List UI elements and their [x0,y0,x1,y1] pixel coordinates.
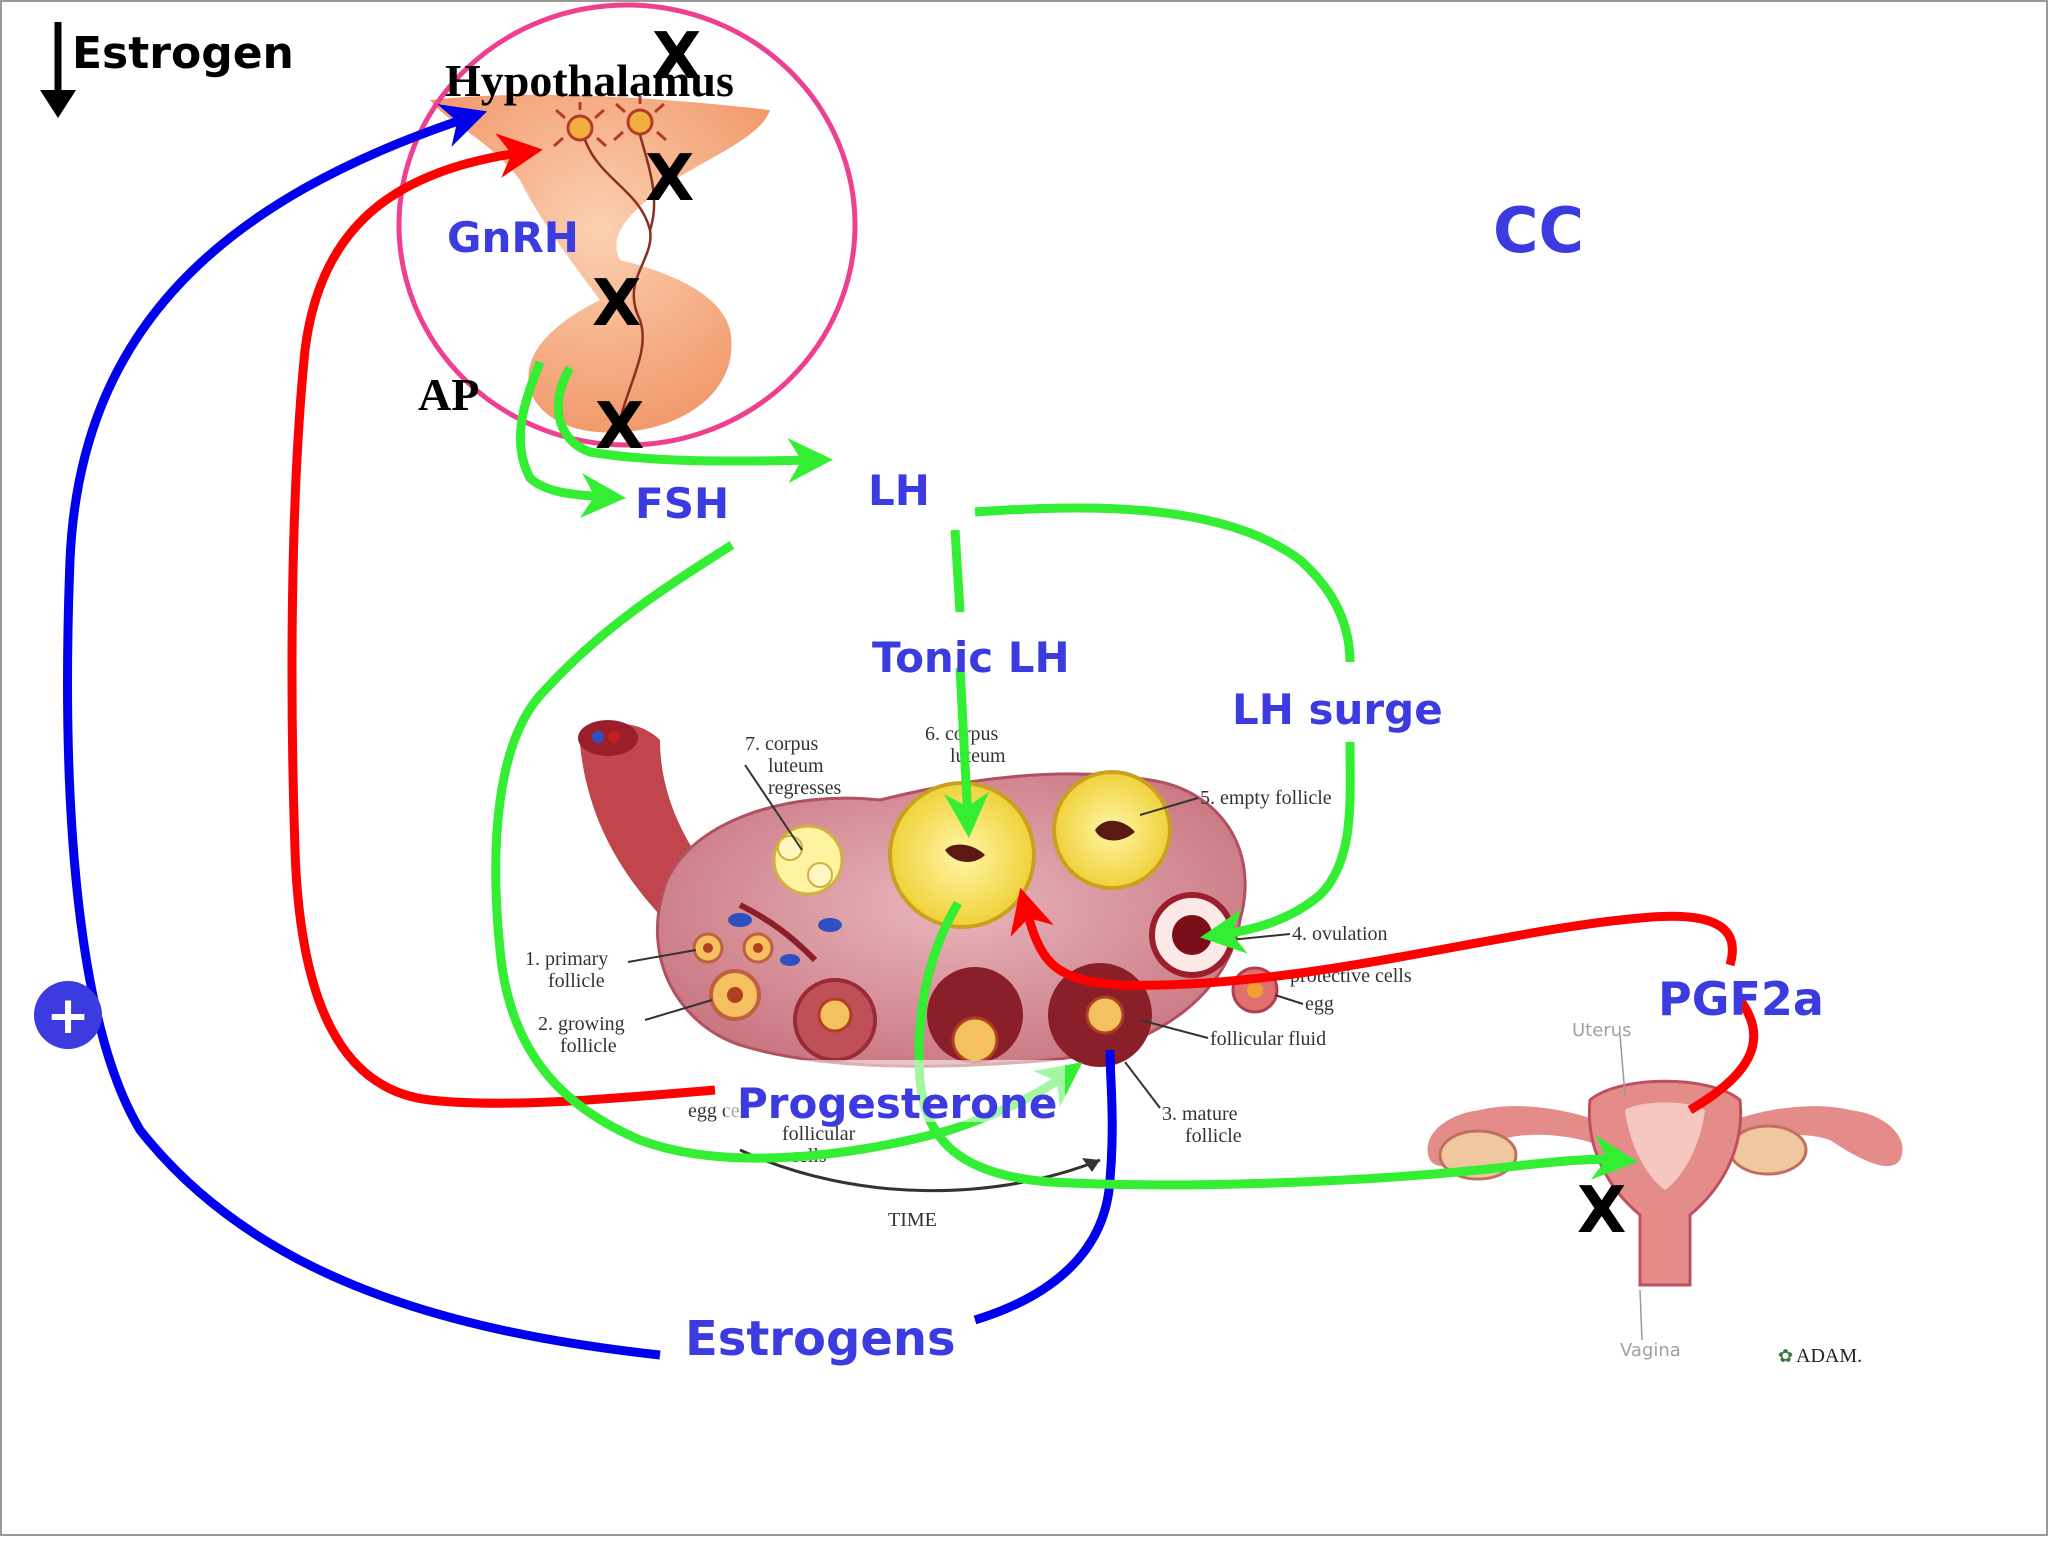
growing-follicle [709,969,761,1021]
lh-release-arrow [553,365,833,484]
adam-leaf-icon: ✿ [1778,1346,1793,1367]
empty-follicle-label: 5. empty follicle [1200,787,1332,809]
progesterone-feedback-arrow [287,133,716,1108]
fsh-label: FSH [635,479,729,528]
block-x-mark: X [645,142,694,216]
hypothalamus-circle [396,2,858,448]
hypothalamus-title: Hypothalamus [445,55,734,106]
follicular-fluid-label: follicular fluid [1210,1028,1326,1050]
pgf2a-label: PGF2a [1658,972,1824,1026]
progesterone-to-uterus-arrow [914,900,1638,1190]
block-x-mark: X [1577,1174,1626,1248]
ovulation-label: 4. ovulation [1292,923,1388,945]
antral-follicle [927,967,1023,1064]
tonic-lh-line [950,529,965,613]
block-x-mark: X [592,267,641,341]
blood-vessel [738,902,818,963]
cc-label: CC [1493,194,1584,267]
adam-credit: ✿ ADAM. [1778,1345,1862,1367]
egg-label: egg [1305,993,1334,1015]
positive-feedback-plus-icon: + [34,981,102,1049]
fsh-release-arrow [515,360,626,519]
estrogen-title: Estrogen [72,28,294,79]
ap-label: AP [418,369,479,420]
primary-follicle [692,932,774,964]
adam-credit-text: ADAM. [1796,1345,1862,1367]
neuron-icon [613,96,667,142]
uterus-illustration [1427,1034,1903,1341]
plus-sign: + [46,986,90,1046]
neuron-icon [553,102,607,148]
lh-surge-arrow-to-ovulation [1200,741,1355,954]
uterus-tube-right [1710,1106,1903,1167]
fsh-to-follicle-arrow [491,541,1083,1163]
axon-line [583,139,652,421]
pgf2a-arrow [1025,905,1759,1114]
axon-line [638,134,656,231]
progesterone-label: Progesterone [737,1079,1057,1128]
estrogen-feedback-arrow [63,104,661,1360]
lh-label: LH [868,466,930,515]
regressing-corpus-luteum [772,824,844,896]
time-arrow [739,1148,1101,1193]
gnrh-label: GnRH [447,213,579,262]
uterus-label: Uterus [1572,1020,1632,1041]
lh-surge-arrow [974,503,1355,663]
secondary-follicle [793,978,877,1062]
time-label: TIME [888,1209,937,1231]
estrogens-label: Estrogens [685,1311,956,1367]
block-x-mark: X [652,20,701,94]
tonic-lh-label: Tonic LH [872,633,1070,682]
progesterone-label-backdrop [725,1060,1065,1122]
estrogen-down-arrow-icon [40,22,76,118]
ovary-right [1728,1124,1808,1176]
vagina-label: Vagina [1620,1340,1681,1361]
lh-surge-label: LH surge [1232,685,1443,734]
corpus-luteum [888,781,1036,929]
hypothalamus-tissue-illustration [430,94,770,433]
empty-follicle [1052,770,1172,890]
tonic-lh-arrow [944,667,990,838]
